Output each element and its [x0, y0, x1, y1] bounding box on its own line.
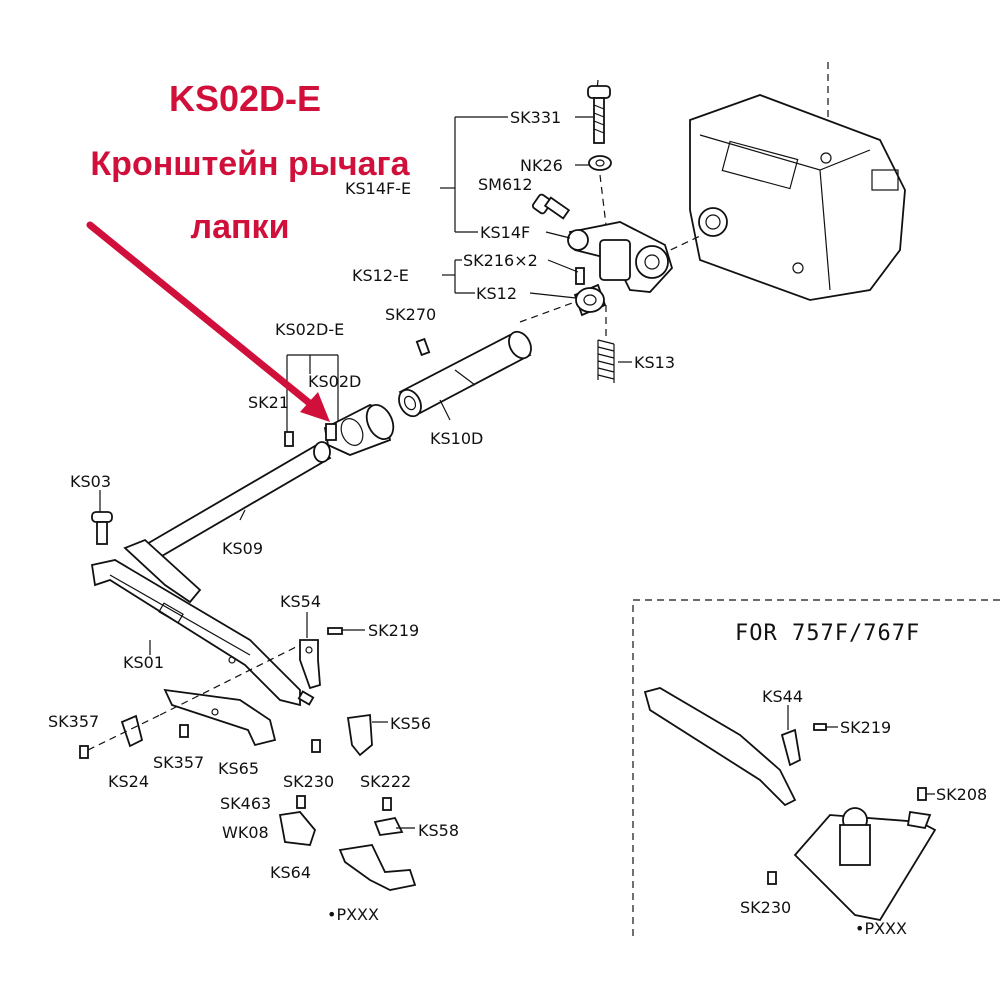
screw-sm612 — [531, 193, 571, 220]
set-screw-sk216 — [575, 267, 585, 285]
screw-ks03 — [91, 511, 113, 545]
screw-sk331 — [587, 85, 611, 144]
label-ks12: KS12 — [476, 284, 517, 303]
inset-757f-767f — [632, 599, 1000, 936]
part-ks24 — [120, 714, 144, 748]
screw-sk463 — [296, 795, 306, 809]
screw-sk357-a — [79, 745, 89, 759]
collar-ks12 — [573, 283, 607, 317]
pin-sk270 — [415, 337, 431, 357]
label-nk26: NK26 — [520, 156, 563, 175]
plate-ks65 — [163, 688, 277, 747]
bar-ks10d — [398, 330, 532, 418]
presser-foot-pxxx — [338, 844, 417, 891]
screw-sk219 — [327, 627, 343, 635]
part-ks54 — [299, 639, 321, 690]
label-ks03: KS03 — [70, 472, 111, 491]
label-ks09: KS09 — [222, 539, 263, 558]
label-ks58: KS58 — [418, 821, 459, 840]
screw-sk21 — [284, 431, 294, 447]
spring-ks13 — [597, 339, 615, 383]
part-ks58 — [373, 816, 404, 836]
label-sk21: SK21 — [248, 393, 289, 412]
label-ks44: KS44 — [762, 687, 803, 706]
label-wk08: WK08 — [222, 823, 269, 842]
label-ks02d: KS02D — [308, 372, 361, 391]
bracket-ks14f — [567, 221, 674, 293]
label-sk216: SK216×2 — [463, 251, 538, 270]
lever-ks01 — [90, 559, 315, 707]
label-sk357: SK357 — [48, 712, 99, 731]
label-ks02d-e: KS02D-E — [275, 320, 344, 339]
label-sk208: SK208 — [936, 785, 987, 804]
label-ks12-e: KS12-E — [352, 266, 409, 285]
inset-title: FOR 757F/767F — [735, 621, 920, 646]
part-ks56 — [346, 713, 373, 757]
label-pxxx: •PXXX — [327, 905, 379, 924]
label-ks56: KS56 — [390, 714, 431, 733]
screw-sk357-b — [179, 724, 189, 738]
label-ks14f: KS14F — [480, 223, 530, 242]
label-sk270: SK270 — [385, 305, 436, 324]
rod-ks09 — [123, 441, 332, 604]
screw-sk230 — [311, 739, 321, 753]
label-ks14f-e: KS14F-E — [345, 179, 411, 198]
label-ks10d: KS10D — [430, 429, 483, 448]
label-sk219: SK219 — [368, 621, 419, 640]
screw-sk222 — [382, 797, 392, 811]
label-sm612: SM612 — [478, 175, 533, 194]
label-sk230: SK230 — [283, 772, 334, 791]
label-ks24: KS24 — [108, 772, 149, 791]
label-sk463: SK463 — [220, 794, 271, 813]
label-sk222: SK222 — [360, 772, 411, 791]
machine-head — [689, 62, 906, 301]
label-sk357-2: SK357 — [153, 753, 204, 772]
label-ks01: KS01 — [123, 653, 164, 672]
label-ks13: KS13 — [634, 353, 675, 372]
label-ks64: KS64 — [270, 863, 311, 882]
part-ks64 — [278, 811, 317, 846]
label-ks65: KS65 — [218, 759, 259, 778]
label-sk219-inset: SK219 — [840, 718, 891, 737]
label-ks54: KS54 — [280, 592, 321, 611]
annotation-part-code: KS02D-E — [168, 78, 322, 119]
label-sk331: SK331 — [510, 108, 561, 127]
annotation-title-line1: Кронштейн рычага — [90, 145, 410, 183]
label-sk230-inset: SK230 — [740, 898, 791, 917]
nut-nk26 — [588, 155, 612, 171]
label-pxxx-inset: •PXXX — [855, 919, 907, 938]
